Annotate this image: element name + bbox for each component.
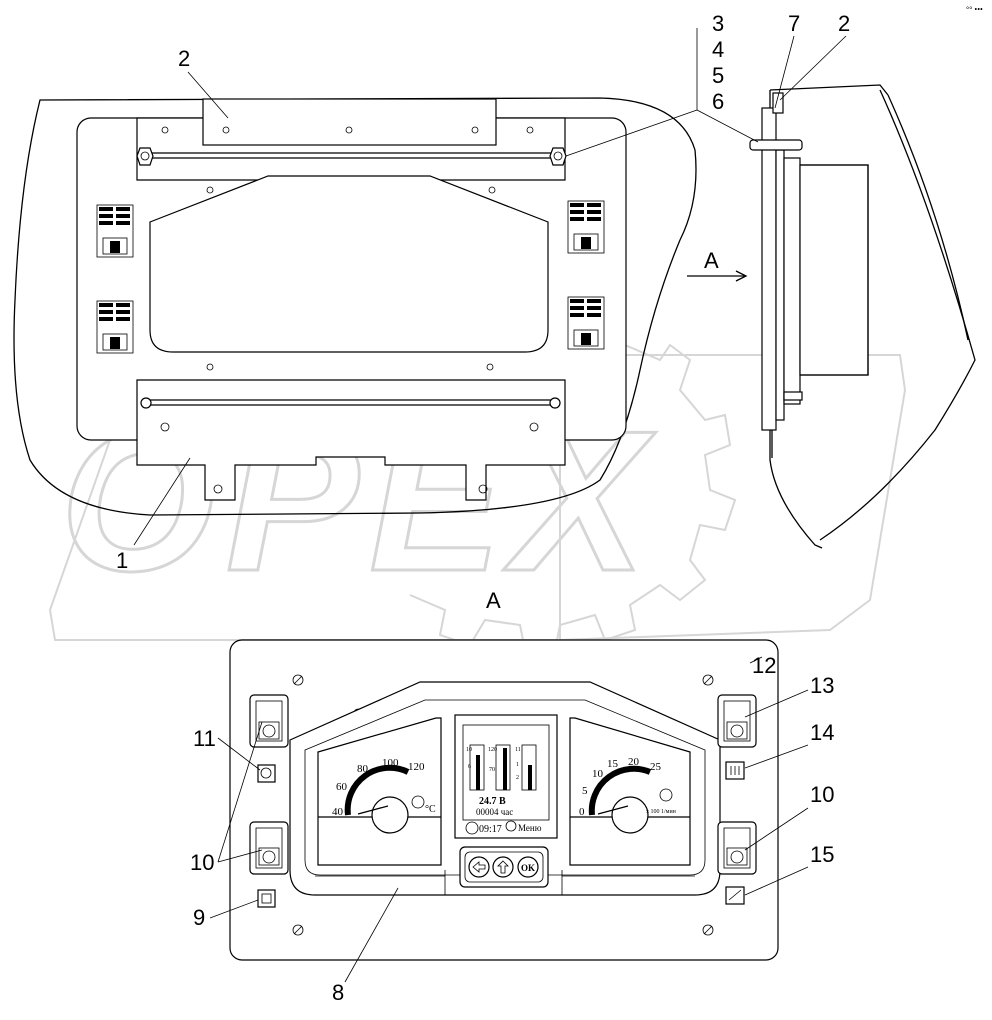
left-gauge-unit: °C: [425, 804, 436, 815]
right-gauge-tick-5: 5: [582, 785, 588, 797]
callout-2-right: 2: [838, 11, 850, 36]
callout-9: 9: [193, 905, 205, 930]
section-title: A: [486, 588, 501, 613]
display-menu: Меню: [518, 823, 542, 833]
callout-10-left: 10: [190, 850, 214, 875]
callout-6: 6: [712, 89, 724, 114]
right-gauge-tick-10: 10: [592, 768, 604, 780]
clock-icon: [465, 821, 479, 835]
display-hours: 00004 час: [476, 807, 513, 817]
connector-left-bottom: [96, 300, 134, 354]
panel-callouts: 12 13 14 10 15 11 10 9 8: [190, 653, 834, 1005]
instrument-panel: 40 60 80 100 120 °C 0 5 10 15 20 25 x 10…: [229, 639, 779, 961]
bar-scale-7: 2: [516, 775, 519, 781]
ok-button[interactable]: [517, 856, 539, 878]
left-gauge: 40 60 80 100 120 °C: [317, 717, 442, 866]
bar-scale-1: 10: [466, 747, 472, 753]
callout-10-right: 10: [810, 782, 834, 807]
connector-right-top: [567, 200, 605, 254]
right-gauge: 0 5 10 15 20 25 x 100 1/мин: [569, 717, 691, 866]
callout-7: 7: [788, 11, 800, 36]
display-voltage: 24.7 В: [479, 796, 506, 807]
callout-2-left: 2: [178, 46, 190, 71]
bar-scale-6: 1: [516, 762, 519, 768]
right-gauge-unit: x 100 1/мин: [646, 809, 677, 815]
left-gauge-tick-120: 120: [408, 761, 425, 773]
callout-8: 8: [332, 980, 344, 1005]
side-view: A: [687, 84, 976, 549]
callout-14: 14: [810, 720, 834, 745]
nav-buttons: OK: [459, 846, 549, 888]
left-gauge-tick-80: 80: [357, 763, 369, 775]
callout-5: 5: [712, 63, 724, 88]
menu-icon: [505, 820, 517, 832]
left-gauge-tick-40: 40: [332, 806, 344, 818]
up-button[interactable]: [492, 856, 514, 878]
connector-left-top: [96, 204, 134, 258]
frame-front-view: [76, 98, 627, 501]
switch-right-bottom: [717, 821, 757, 875]
coolant-temp-icon: [411, 795, 425, 809]
back-button[interactable]: [468, 856, 490, 878]
bar-scale-3: 120: [488, 747, 497, 753]
bar-scale-2: 6: [468, 764, 471, 770]
left-gauge-tick-60: 60: [336, 781, 348, 793]
callout-13: 13: [810, 673, 834, 698]
display-time: 09:17: [479, 824, 502, 835]
connector-right-bottom: [567, 296, 605, 350]
bar-scale-5: 11: [515, 747, 521, 753]
engine-rpm-icon: [659, 788, 673, 802]
switch-right-top: [717, 694, 757, 748]
corner-mark: °° •••: [966, 5, 983, 14]
view-arrow-label: A: [704, 248, 719, 273]
left-gauge-tick-100: 100: [382, 757, 399, 769]
right-gauge-tick-25: 25: [650, 761, 662, 773]
bar-scale-4: 70: [489, 767, 495, 773]
callout-15: 15: [810, 842, 834, 867]
callout-11: 11: [193, 726, 216, 751]
top-callouts: 2 1 3 4 5 6 7 2 A: [116, 11, 850, 613]
right-gauge-tick-20: 20: [628, 756, 640, 768]
cab-contour: [13, 97, 697, 516]
callout-1: 1: [116, 548, 128, 573]
indicator-icon-11: [257, 764, 276, 783]
callout-3: 3: [712, 11, 724, 36]
right-gauge-tick-15: 15: [607, 758, 619, 770]
central-display: 10 6 120 70 11 1 2 24.7 В 00004 час 09:1…: [454, 714, 558, 839]
indicator-icon-9: [257, 889, 276, 908]
callout-12: 12: [752, 653, 776, 678]
switch-left-bottom: [249, 821, 289, 875]
right-gauge-tick-0: 0: [579, 806, 585, 818]
ok-button-label: OK: [521, 863, 535, 873]
callout-4: 4: [712, 37, 724, 62]
switch-left-top: [249, 694, 289, 748]
